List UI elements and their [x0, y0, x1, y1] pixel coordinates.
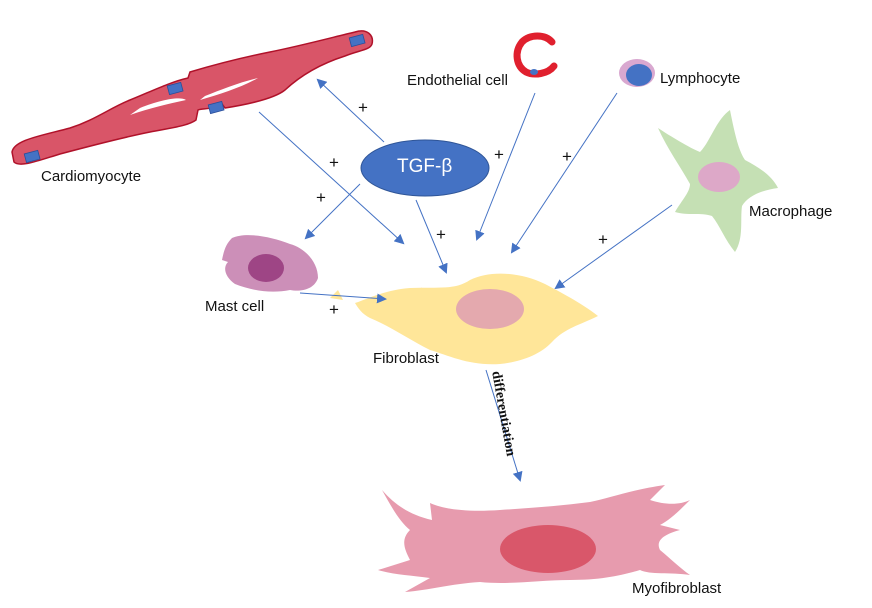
- arrow-macrophage-to-fibroblast: [554, 204, 673, 290]
- macrophage-cell: [658, 110, 778, 252]
- plus-sign-mastcell-fibroblast: +: [329, 300, 339, 319]
- myofibroblast-cell: [378, 485, 690, 592]
- arrow-fibroblast-to-myofibroblast: [485, 369, 523, 482]
- mast-cell: [222, 235, 318, 292]
- nucleus: [698, 162, 740, 192]
- nucleus: [456, 289, 524, 329]
- label-lymphocyte: Lymphocyte: [660, 70, 741, 87]
- plus-sign-lymphocyte-fibroblast: +: [562, 147, 572, 166]
- tgf-beta-node: [360, 139, 490, 197]
- plus-sign-endothelial-fibroblast: +: [494, 145, 504, 164]
- plus-sign-cardiomyocyte-fibroblast: +: [329, 153, 339, 172]
- nucleus: [166, 81, 184, 96]
- nucleus: [530, 69, 538, 75]
- arrow-endothelial-to-fibroblast: [475, 92, 536, 241]
- label-endothelial-cell: Endothelial cell: [407, 72, 508, 89]
- arrow-cardiomyocyte-to-fibroblast: [258, 111, 405, 245]
- plus-sign-macrophage-fibroblast: +: [598, 230, 608, 249]
- arrow-lymphocyte-to-fibroblast: [510, 92, 618, 254]
- label-fibroblast: Fibroblast: [373, 350, 439, 367]
- arrow-tgf-to-mastcell: [304, 183, 361, 240]
- endothelial-cell: [513, 32, 558, 78]
- nucleus: [626, 64, 652, 86]
- label-mast-cell: Mast cell: [205, 298, 265, 315]
- plus-sign-tgf-mastcell: +: [316, 188, 326, 207]
- nucleus: [248, 254, 284, 282]
- arrow-mastcell-to-fibroblast: [299, 292, 387, 304]
- plus-sign-tgf-fibroblast: +: [436, 225, 446, 244]
- cardiomyocyte-cell: [11, 30, 374, 165]
- lymphocyte-cell: [619, 59, 655, 87]
- label-cardiomyocyte: Cardiomyocyte: [41, 168, 142, 185]
- label-tgf-beta: TGF-β: [397, 156, 453, 177]
- label-myofibroblast: Myofibroblast: [632, 580, 722, 597]
- plus-sign-tgf-cardiomyocyte: +: [358, 98, 368, 117]
- label-macrophage: Macrophage: [749, 203, 833, 220]
- nucleus: [500, 525, 596, 573]
- fibroblast-cell: [330, 273, 598, 365]
- nucleus: [348, 33, 366, 48]
- arrow-tgf-to-cardiomyocyte: [316, 78, 385, 143]
- nucleus: [207, 100, 225, 115]
- arrow-tgf-to-fibroblast: [415, 199, 448, 274]
- nucleus: [23, 149, 41, 164]
